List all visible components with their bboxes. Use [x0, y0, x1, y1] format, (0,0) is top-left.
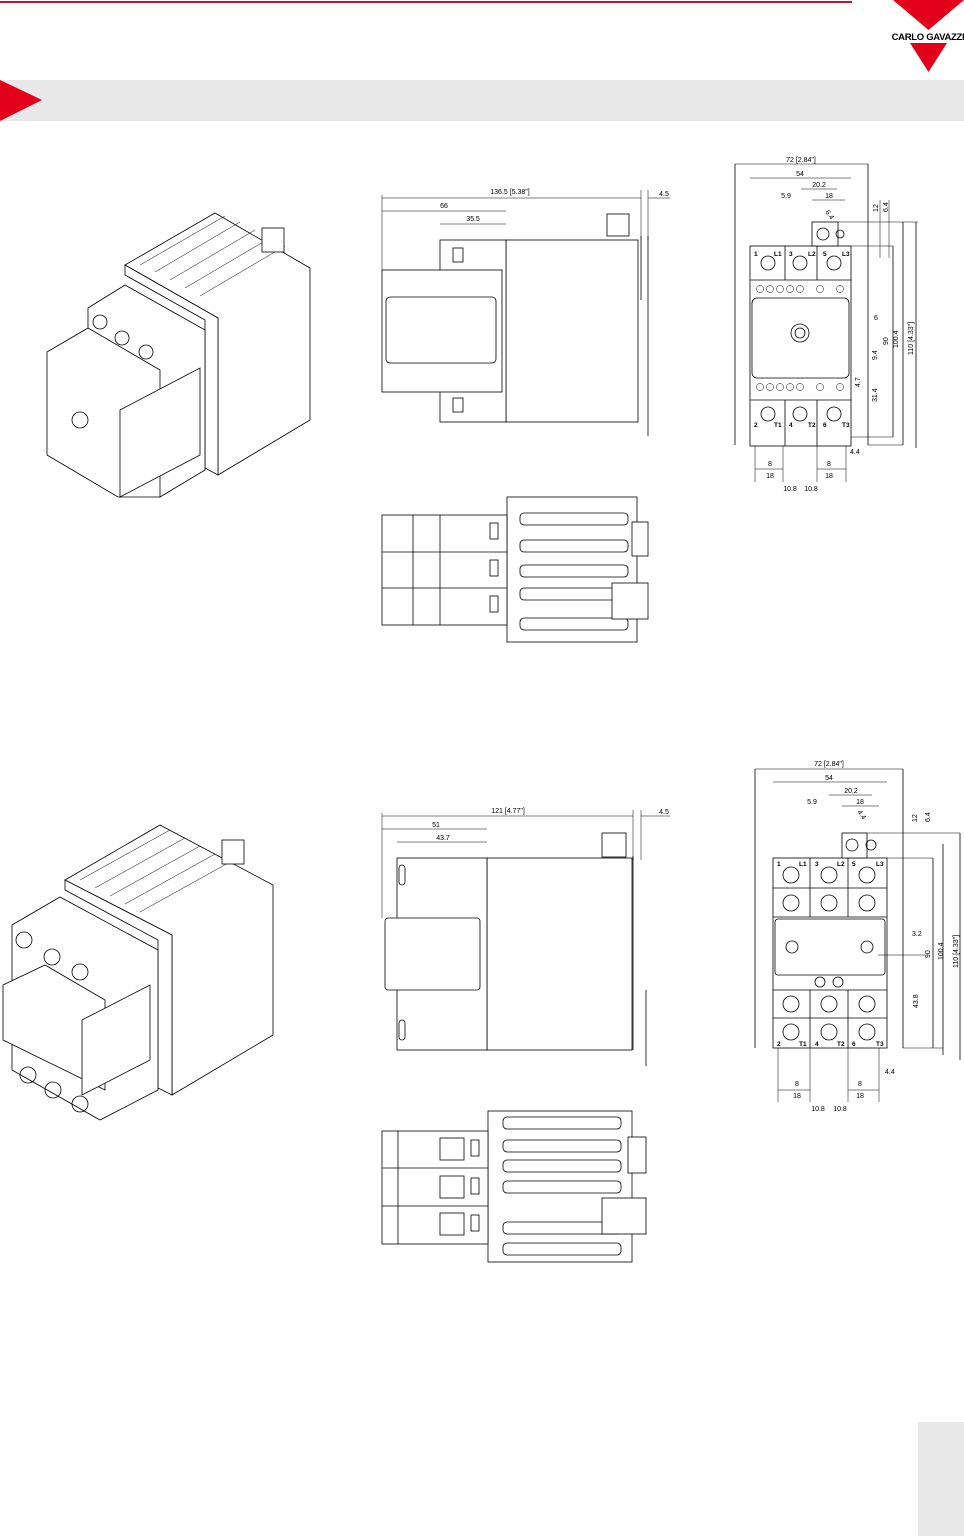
dimension-label: L3 — [876, 861, 884, 868]
dimension-label: L2 — [837, 861, 845, 868]
carlo-gavazzi-logo: CARLO GAVAZZI — [888, 0, 964, 76]
dimension-label: T2 — [837, 1041, 845, 1048]
dimension-label: 1 — [754, 251, 758, 258]
dimension-label: 51 — [432, 822, 440, 829]
side-view-1: 136.5 [5.38"] 66 35.5 4.5 — [381, 189, 670, 436]
dimension-label: 4.5 — [659, 809, 669, 816]
top-view-2 — [381, 1110, 647, 1263]
dimension-label: 5 — [823, 251, 827, 258]
dimension-label: 18 — [793, 1093, 801, 1100]
dimension-label: 6.4 — [925, 812, 932, 822]
dimension-label: L2 — [808, 251, 816, 258]
dimension-label: 100.4 — [893, 330, 900, 348]
dimension-label: 20.2 — [812, 182, 826, 189]
side-view-2: 121 [4.77"] 51 43.7 4.5 — [381, 808, 670, 1066]
dimension-label: 4.4 — [885, 1069, 895, 1076]
dimension-label: 6.4 — [823, 209, 834, 221]
dimension-label: T3 — [842, 422, 850, 429]
header-rule — [0, 1, 852, 3]
dimension-label: 4.5 — [659, 191, 669, 198]
dimension-label: 54 — [825, 775, 833, 782]
dimension-label: 8 — [827, 461, 831, 468]
dimension-label: 72 [2.84"] — [786, 157, 816, 164]
dimension-label: 18 — [856, 1093, 864, 1100]
dimension-label: 20.2 — [844, 788, 858, 795]
dimension-label: 100.4 — [938, 942, 945, 960]
dimension-label: 5 — [852, 861, 856, 868]
dimension-label: 35.5 — [466, 216, 480, 223]
dimension-label: 8 — [795, 1081, 799, 1088]
page-corner-tab — [918, 1422, 964, 1536]
dimension-label: 43.8 — [913, 994, 920, 1008]
dimension-label: 6 — [852, 1041, 856, 1048]
product-isometric-1 — [46, 212, 311, 498]
dimension-label: 3 — [789, 251, 793, 258]
dimension-label: 18 — [825, 473, 833, 480]
dimension-label: 90 — [925, 950, 932, 958]
dimension-label: 31.4 — [872, 388, 879, 402]
dimension-label: 10.8 — [804, 486, 818, 493]
dimension-label: T1 — [774, 422, 782, 429]
dimension-label: 2 — [777, 1041, 781, 1048]
dimension-label: 9.4 — [872, 350, 879, 360]
section-marker-icon — [0, 80, 42, 121]
dimension-label: 4.4 — [850, 449, 860, 456]
top-view-1 — [381, 496, 649, 643]
dimension-label: 18 — [825, 193, 833, 200]
dimension-label: T3 — [876, 1041, 884, 1048]
dimension-label: CARLO GAVAZZI — [892, 32, 964, 43]
dimension-label: 4 — [815, 1041, 819, 1048]
dimension-label: 3.2 — [912, 931, 922, 938]
dimension-label: 10.8 — [833, 1106, 847, 1113]
dimension-label: 4 — [789, 422, 793, 429]
dimension-label: 18 — [766, 473, 774, 480]
front-view-1: 72 [2.84"] 54 20.2 18 5.9 6.4 1 L1 3 L2 5 L… — [734, 157, 918, 493]
dimension-label: 121 [4.77"] — [491, 808, 525, 815]
dimension-label: 1 — [777, 861, 781, 868]
dimension-label: 10.8 — [811, 1106, 825, 1113]
dimension-label: 18 — [856, 799, 864, 806]
dimension-label: 72 [2.84"] — [814, 761, 844, 768]
section-band — [0, 80, 964, 121]
dimension-label: 54 — [796, 171, 804, 178]
dimension-label: 110 [4.33"] — [908, 322, 915, 355]
dimension-label: 66 — [440, 203, 448, 210]
dimension-label: 8 — [858, 1081, 862, 1088]
dimension-label: 5.9 — [781, 193, 791, 200]
dimension-label: 6.4 — [883, 202, 890, 212]
dimension-label: 8 — [768, 461, 772, 468]
dimension-label: 5.9 — [807, 799, 817, 806]
dimension-label: 110 [4.33"] — [953, 935, 960, 968]
dimension-label: L1 — [774, 251, 782, 258]
dimension-label: 6 — [823, 422, 827, 429]
front-view-2: 72 [2.84"] 54 20.2 18 5.9 4.4 1 L1 3 L2 5 L… — [754, 761, 961, 1113]
dimension-label: 6 — [874, 315, 878, 322]
dimension-label: 12 — [912, 814, 919, 822]
dimension-label: 4.4 — [855, 809, 866, 821]
dimension-label: 12 — [873, 204, 880, 212]
dimension-label: 43.7 — [436, 835, 450, 842]
dimension-label: T2 — [808, 422, 816, 429]
dimension-label: L1 — [799, 861, 807, 868]
dimension-label: T1 — [799, 1041, 807, 1048]
dimension-label: 2 — [754, 422, 758, 429]
dimension-label: 3 — [815, 861, 819, 868]
dimension-label: L3 — [842, 251, 850, 258]
dimension-label: 10.8 — [783, 486, 797, 493]
dimension-label: 90 — [883, 337, 890, 345]
product-isometric-2 — [2, 824, 274, 1121]
dimension-label: 136.5 [5.38"] — [490, 189, 530, 196]
dimension-label: 4.7 — [855, 377, 862, 387]
